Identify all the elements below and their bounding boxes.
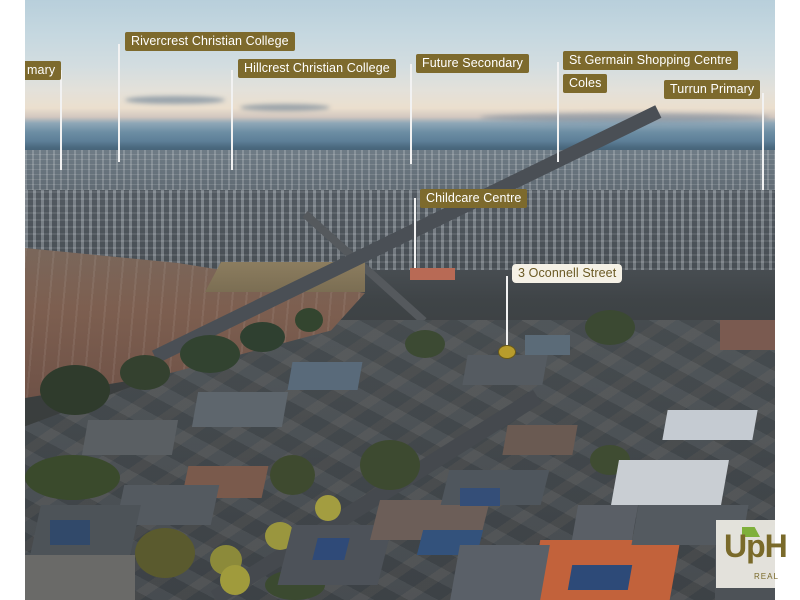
house-roof	[25, 555, 135, 600]
tree	[220, 565, 250, 595]
house-roof-light	[662, 410, 758, 440]
tree	[315, 495, 341, 521]
house-roof	[191, 392, 289, 427]
poi-label-hillcrest-christian-college: Hillcrest Christian College	[238, 59, 396, 78]
tree	[240, 322, 285, 352]
tree	[270, 455, 315, 495]
house-roof	[287, 362, 363, 390]
label-pointer-line	[118, 44, 120, 162]
label-pointer-line	[762, 93, 764, 190]
solar-panels	[567, 565, 633, 590]
property-address-label: 3 Oconnell Street	[512, 264, 623, 283]
house-roof	[502, 425, 578, 455]
label-pointer-line	[410, 64, 412, 164]
tree	[40, 365, 110, 415]
poi-label-st-germain-shopping-centre: St Germain Shopping Centre	[563, 51, 739, 70]
house-roof-red	[410, 268, 455, 280]
house-roof	[571, 505, 639, 540]
property-location-marker	[498, 345, 516, 359]
tree	[405, 330, 445, 358]
house-roof-light	[611, 460, 729, 505]
tree	[360, 440, 420, 490]
brand-text: UpH	[724, 528, 788, 564]
tree	[25, 455, 120, 500]
tree	[135, 528, 195, 578]
brand-subtext: REAL	[754, 572, 779, 581]
agency-watermark-logo: UpH REAL	[716, 520, 788, 588]
cloud	[480, 113, 770, 122]
tree	[180, 335, 240, 373]
poi-label-childcare-centre: Childcare Centre	[420, 189, 528, 208]
tree	[585, 310, 635, 345]
house-roof	[81, 420, 179, 455]
poi-label-turrun-primary: Turrun Primary	[664, 80, 761, 99]
cloud	[125, 96, 225, 104]
poi-label-coles: Coles	[563, 74, 608, 93]
house-roof	[462, 355, 548, 385]
property-pointer-line	[506, 276, 508, 346]
house-roof	[720, 320, 775, 350]
solar-panels	[312, 538, 350, 560]
poi-label-rivercrest-christian-college: Rivercrest Christian College	[125, 32, 295, 51]
house-roof	[450, 545, 550, 600]
label-pointer-line	[557, 62, 559, 162]
label-pointer-line	[414, 198, 416, 268]
tree	[120, 355, 170, 390]
cloud	[240, 104, 330, 111]
house-roof-icon	[742, 527, 760, 537]
poi-label-future-secondary: Future Secondary	[416, 54, 529, 73]
solar-panels	[460, 488, 500, 506]
label-pointer-line	[60, 70, 62, 170]
house-roof	[525, 335, 570, 355]
aerial-photo	[25, 0, 775, 600]
tree	[295, 308, 323, 332]
label-pointer-line	[231, 70, 233, 170]
solar-panels	[50, 520, 90, 545]
poi-label-primary-left: mary	[25, 61, 62, 80]
